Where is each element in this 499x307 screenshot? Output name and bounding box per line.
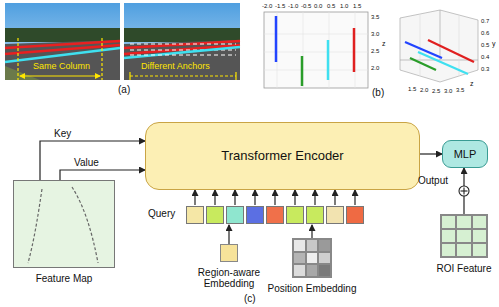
query-token bbox=[266, 206, 284, 224]
text-label: z bbox=[470, 80, 474, 88]
lane-curve bbox=[72, 187, 98, 263]
text-label: Different Anchors bbox=[140, 62, 211, 72]
text-label: Same Column bbox=[32, 62, 91, 72]
add-symbol bbox=[459, 186, 469, 196]
grid-cell bbox=[472, 215, 487, 229]
grid-cell bbox=[441, 215, 456, 229]
edge-label: Key bbox=[54, 128, 71, 139]
position-embedding: Position Embedding bbox=[292, 238, 332, 278]
text-label: -1.0 bbox=[288, 3, 298, 10]
grid-cell bbox=[293, 252, 306, 265]
text-label: z bbox=[382, 40, 386, 48]
lane-curves bbox=[14, 181, 114, 267]
text-label: 0.5 bbox=[481, 42, 489, 49]
grid-cell bbox=[472, 229, 487, 243]
grid-cell bbox=[441, 229, 456, 243]
query-token bbox=[206, 206, 224, 224]
mlp-box: MLP bbox=[442, 140, 488, 168]
text-label: 3.0 bbox=[371, 31, 379, 38]
query-token bbox=[306, 206, 324, 224]
plot-3d bbox=[400, 10, 478, 82]
text-label: 0.4 bbox=[481, 54, 489, 61]
add-symbol bbox=[463, 188, 464, 195]
text-label: 0.3 bbox=[481, 66, 489, 73]
grid-cell bbox=[293, 239, 306, 252]
feature-map: Feature Map bbox=[13, 180, 115, 268]
text-label: (a) bbox=[118, 84, 130, 95]
query-arrow bbox=[194, 190, 195, 205]
text-label: (c) bbox=[244, 293, 256, 304]
text-label: 3.5 bbox=[371, 14, 379, 21]
text-label: Output bbox=[418, 175, 448, 186]
road-image bbox=[124, 3, 240, 80]
region-embedding: Region-aware Embedding bbox=[220, 244, 238, 262]
text-label: 0.0 bbox=[314, 3, 322, 10]
connector bbox=[311, 225, 312, 238]
query-arrow bbox=[314, 190, 315, 205]
text-label: -2.0 bbox=[262, 3, 272, 10]
grid-cell bbox=[456, 215, 471, 229]
text-label: y bbox=[492, 40, 496, 48]
text-label: 0.7 bbox=[481, 18, 489, 25]
grid-cell bbox=[456, 229, 471, 243]
query-tokens: Query bbox=[148, 205, 366, 225]
node-label: Position Embedding bbox=[262, 283, 362, 294]
grid-cell bbox=[306, 252, 319, 265]
connector bbox=[40, 141, 145, 180]
query-arrow bbox=[234, 190, 235, 205]
query-arrow bbox=[334, 190, 335, 205]
text-label: 3.0 bbox=[444, 88, 452, 95]
text-label: 1.0 bbox=[340, 3, 348, 10]
grid-cell bbox=[456, 243, 471, 257]
connector bbox=[420, 153, 442, 154]
query-arrow bbox=[254, 190, 255, 205]
connector bbox=[60, 170, 145, 180]
grid-cell bbox=[306, 239, 319, 252]
text-label: 2.5 bbox=[432, 88, 440, 95]
node-label: MLP bbox=[454, 148, 477, 160]
grid-cell bbox=[306, 264, 319, 277]
connector bbox=[228, 225, 229, 244]
text-label: 2.0 bbox=[371, 65, 379, 72]
connector bbox=[274, 190, 275, 205]
grid-cell bbox=[441, 243, 456, 257]
lane-curve bbox=[28, 189, 42, 263]
node-label: Transformer Encoder bbox=[221, 149, 343, 163]
query-arrow bbox=[294, 190, 295, 205]
node-label: ROI Feature bbox=[433, 263, 495, 274]
text-label: 0.5 bbox=[327, 3, 335, 10]
query-token bbox=[326, 206, 344, 224]
text-label: 1.5 bbox=[353, 3, 361, 10]
query-token bbox=[246, 206, 264, 224]
node-label: Query bbox=[148, 208, 175, 219]
query-token bbox=[186, 206, 204, 224]
text-label: -0.5 bbox=[301, 3, 311, 10]
roi-feature: ROI Feature bbox=[440, 214, 488, 258]
plot-2d bbox=[264, 12, 368, 88]
query-arrow bbox=[354, 190, 355, 205]
grid-cell bbox=[318, 252, 331, 265]
text-label: -1.5 bbox=[275, 3, 285, 10]
text-label: 1.5 bbox=[408, 86, 416, 93]
edge-label: Value bbox=[74, 157, 99, 168]
query-token bbox=[286, 206, 304, 224]
text-label: 0.6 bbox=[481, 30, 489, 37]
node-label: Feature Map bbox=[14, 273, 114, 284]
encoder-box: Transformer Encoder bbox=[145, 122, 420, 190]
connector bbox=[463, 168, 464, 214]
grid-cell bbox=[318, 239, 331, 252]
grid-cell bbox=[293, 264, 306, 277]
text-label: 2.0 bbox=[420, 87, 428, 94]
query-token bbox=[346, 206, 364, 224]
query-token bbox=[226, 206, 244, 224]
text-label: 3.5 bbox=[456, 87, 464, 94]
text-label: (b) bbox=[372, 87, 384, 98]
query-arrow bbox=[214, 190, 215, 205]
text-label: 2.5 bbox=[371, 48, 379, 55]
grid-cell bbox=[318, 264, 331, 277]
node-label: Region-aware Embedding bbox=[193, 267, 265, 289]
road-image bbox=[5, 3, 120, 80]
grid-cell bbox=[472, 243, 487, 257]
